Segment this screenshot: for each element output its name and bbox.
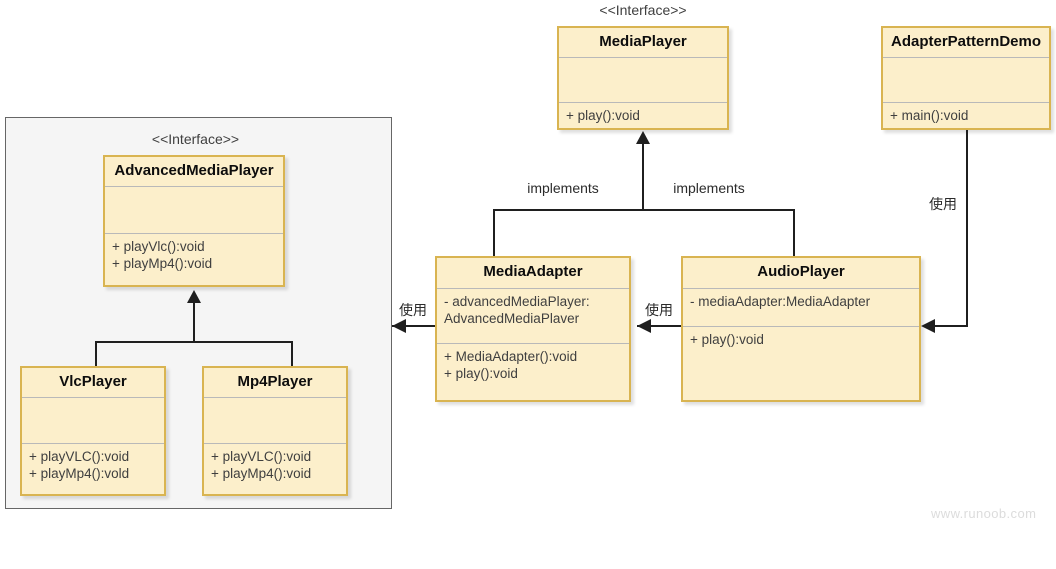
class-title-advanced-media-player: AdvancedMediaPlayer xyxy=(105,157,283,187)
inheritance-stem-advanced-media-player xyxy=(193,303,195,341)
class-audio-player[interactable]: AudioPlayer - mediaAdapter:MediaAdapter … xyxy=(681,256,921,402)
uses-line-audio-to-adapter xyxy=(637,325,681,327)
uses-line-adapter-to-advanced xyxy=(392,325,435,327)
stereotype-media-player: <<Interface>> xyxy=(599,2,687,18)
class-title-adapter-pattern-demo: AdapterPatternDemo xyxy=(883,28,1049,58)
class-methods-advanced-media-player: + playVlc():void + playMp4():void xyxy=(112,239,213,272)
class-attributes-media-player xyxy=(559,58,727,103)
implements-arrowhead-media-player xyxy=(636,131,650,144)
class-attributes-media-adapter: - advancedMediaPlayer: AdvancedMediaPlav… xyxy=(437,289,629,344)
class-vlc-player[interactable]: VlcPlayer + playVLC():void + playMp4():v… xyxy=(20,366,166,496)
edge-label-implements-left: implements xyxy=(527,180,599,196)
edge-label-uses-demo-to-audio: 使用 xyxy=(929,196,957,212)
class-mp4-player[interactable]: Mp4Player + playVLC():void + playMp4():v… xyxy=(202,366,348,496)
inheritance-drop-vlc-player xyxy=(95,341,97,368)
class-media-adapter[interactable]: MediaAdapter - advancedMediaPlayer: Adva… xyxy=(435,256,631,402)
uses-arrowhead-adapter-to-advanced xyxy=(392,319,406,333)
stereotype-advanced-media-player: <<Interface>> xyxy=(151,131,240,147)
class-title-vlc-player: VlcPlayer xyxy=(22,368,164,398)
class-methods-mp4-player: + playVLC():void + playMp4():void xyxy=(211,449,312,482)
edge-label-uses-adapter-to-advanced: 使用 xyxy=(399,302,427,318)
class-methods-audio-player: + play():void xyxy=(690,332,764,347)
inheritance-arrowhead-advanced-media-player xyxy=(187,290,201,303)
class-title-mp4-player: Mp4Player xyxy=(204,368,346,398)
implements-crossbar xyxy=(493,209,795,211)
class-title-media-player: MediaPlayer xyxy=(559,28,727,58)
uses-line-demo-horizontal xyxy=(923,325,968,327)
inheritance-crossbar-advanced-media-player xyxy=(95,341,293,343)
uses-arrowhead-audio-to-adapter xyxy=(637,319,651,333)
class-advanced-media-player[interactable]: AdvancedMediaPlayer + playVlc():void + p… xyxy=(103,155,285,287)
class-methods-vlc-player: + playVLC():void + playMp4():vold xyxy=(29,449,130,482)
implements-drop-audio-player xyxy=(793,209,795,258)
uses-line-demo-vertical xyxy=(966,130,968,327)
class-attributes-advanced-media-player xyxy=(105,187,283,234)
class-attributes-adapter-pattern-demo xyxy=(883,58,1049,103)
class-attributes-vlc-player xyxy=(22,398,164,444)
class-methods-media-player: + play():void xyxy=(566,108,640,123)
class-methods-adapter-pattern-demo: + main():void xyxy=(890,108,969,123)
class-media-player[interactable]: MediaPlayer + play():void xyxy=(557,26,729,130)
class-attributes-audio-player: - mediaAdapter:MediaAdapter xyxy=(683,289,919,327)
uses-arrowhead-demo-to-audio xyxy=(921,319,935,333)
class-methods-media-adapter: + MediaAdapter():void + play():void xyxy=(444,349,578,382)
implements-drop-media-adapter xyxy=(493,209,495,258)
watermark: www.runoob.com xyxy=(931,506,1037,521)
implements-stem-media-player xyxy=(642,144,644,209)
class-title-audio-player: AudioPlayer xyxy=(683,258,919,289)
edge-label-uses-audio-to-adapter: 使用 xyxy=(645,302,673,318)
edge-label-implements-right: implements xyxy=(673,180,745,196)
class-adapter-pattern-demo[interactable]: AdapterPatternDemo + main():void xyxy=(881,26,1051,130)
class-title-media-adapter: MediaAdapter xyxy=(437,258,629,289)
inheritance-drop-mp4-player xyxy=(291,341,293,368)
class-attributes-mp4-player xyxy=(204,398,346,444)
